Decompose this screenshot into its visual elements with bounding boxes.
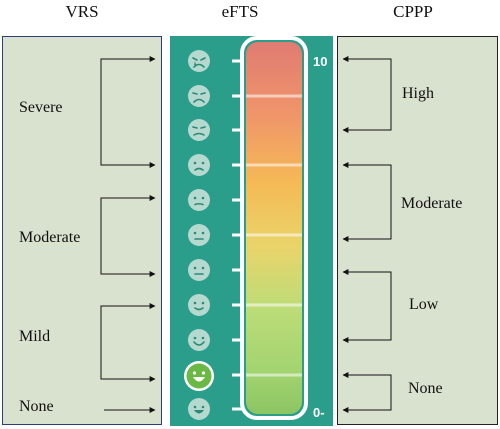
- vrs-mild-label: Mild: [19, 328, 51, 345]
- vrs-severe-bracket: [100, 56, 156, 168]
- happy-face-icon: [188, 398, 210, 420]
- neutral-face-icon: [188, 259, 210, 281]
- grinning-face-icon: [184, 361, 214, 391]
- slightly-frowning-face-icon: [188, 189, 210, 211]
- cppp-none-label: None: [408, 380, 443, 397]
- vrs-severe-label: Severe: [19, 99, 63, 116]
- sad-face-icon: [188, 119, 210, 141]
- cppp-title: CPPP: [393, 2, 433, 21]
- vrs-panel: [2, 36, 162, 425]
- frowning-face-icon: [188, 154, 210, 176]
- cppp-none-bracket: [342, 372, 392, 413]
- pain-gradient-bar: [246, 42, 302, 414]
- scale-top-label: 10: [313, 54, 327, 69]
- vrs-moderate-bracket: [100, 195, 156, 277]
- cppp-low-bracket: [342, 269, 392, 343]
- vrs-moderate-label: Moderate: [19, 229, 81, 246]
- cppp-moderate-bracket: [342, 162, 392, 242]
- cppp-high-label: High: [402, 85, 434, 102]
- scale-bottom-label: 0-: [313, 405, 325, 420]
- smiling-face-icon: [188, 329, 210, 351]
- scale-ticks: [232, 59, 244, 411]
- vrs-none-label: None: [19, 398, 54, 415]
- cppp-low-label: Low: [409, 296, 439, 313]
- efts-title: eFTS: [221, 2, 259, 21]
- neutral-face-icon: [188, 224, 210, 246]
- very-sad-face-icon: [188, 85, 210, 107]
- cppp-high-bracket: [342, 56, 392, 133]
- vrs-title: VRS: [65, 2, 99, 21]
- cppp-panel: [337, 36, 498, 425]
- cppp-moderate-label: Moderate: [401, 195, 463, 212]
- crying-face-icon: [188, 50, 210, 72]
- vrs-mild-bracket: [100, 303, 156, 382]
- slight-smile-face-icon: [188, 294, 210, 316]
- pain-gradient-bar-frame: [240, 36, 308, 420]
